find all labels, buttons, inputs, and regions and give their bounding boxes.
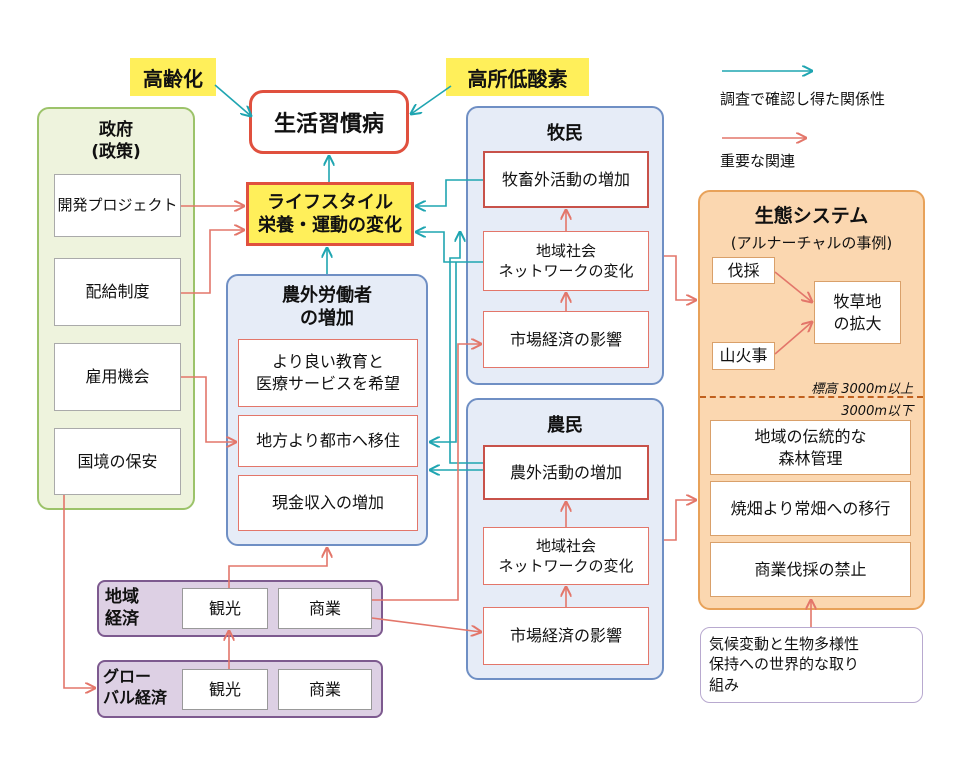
herders-item-market: 市場経済の影響 — [483, 311, 649, 368]
workers-item-line: より良い教育と — [272, 352, 384, 372]
farmers-item-market: 市場経済の影響 — [483, 607, 649, 665]
eco-logging: 伐採 — [712, 257, 775, 284]
farmers-item-line: 市場経済の影響 — [509, 626, 622, 646]
eco-item-line: 森林管理 — [778, 448, 843, 468]
gov-item-text: 配給制度 — [85, 282, 150, 302]
aging-to-disease-arrow — [214, 84, 251, 116]
eco-pasture-line: 牧草地 — [833, 291, 882, 311]
altitude-above-label: 標高 3000m以上 — [811, 382, 913, 397]
regional-tourism: 観光 — [182, 588, 268, 629]
eco-item-shifting-to-permanent: 焼畑より常畑への移行 — [710, 481, 911, 536]
aging-text: 高齢化 — [143, 66, 203, 91]
eco-logging-text: 伐採 — [727, 260, 760, 280]
herders-to-ecosystem-arrow — [664, 255, 696, 300]
altitude-divider — [700, 396, 923, 398]
government-title-line2: (政策) — [91, 142, 141, 163]
workers-item-line: 地方より都市へ移住 — [256, 431, 400, 451]
farmers-title: 農民 — [547, 415, 583, 436]
regional-to-farmers-market-arrow — [371, 617, 481, 632]
eco-item-traditional-forest: 地域の伝統的な 森林管理 — [710, 420, 911, 475]
herders-item-line: 牧畜外活動の増加 — [501, 169, 630, 189]
global-action-line: 組み — [709, 675, 740, 694]
regional-commerce-text: 商業 — [308, 598, 341, 618]
eco-item-line: 商業伐採の禁止 — [754, 559, 867, 579]
government-title: 政府 (政策) — [39, 119, 193, 163]
workers-title-line1: 農外労働者 — [282, 285, 372, 306]
gov-item-border-security: 国境の保安 — [54, 428, 181, 495]
global-tourism: 観光 — [182, 669, 268, 710]
hypoxia-to-disease-arrow — [411, 85, 452, 114]
farmers-item-network: 地域社会 ネットワークの変化 — [483, 527, 649, 585]
aging-label: 高齢化 — [130, 58, 216, 96]
eco-pasture-line: の拡大 — [833, 313, 882, 333]
herders-item-line: ネットワークの変化 — [498, 262, 634, 280]
gov-item-employment: 雇用機会 — [54, 343, 181, 411]
global-tourism-text: 観光 — [208, 679, 241, 699]
eco-item-logging-ban: 商業伐採の禁止 — [710, 542, 911, 597]
workers-item-line: 現金収入の増加 — [271, 493, 384, 513]
workers-item-line: 医療サービスを希望 — [255, 374, 400, 393]
regional-title-line: 経済 — [105, 609, 139, 630]
hypoxia-label: 高所低酸素 — [446, 58, 589, 96]
eco-pasture-expansion: 牧草地 の拡大 — [814, 281, 901, 344]
lifestyle-change-line2: 栄養・運動の変化 — [258, 215, 402, 236]
lifestyle-change-box: ライフスタイル 栄養・運動の変化 — [246, 182, 414, 246]
gov-item-text: 国境の保安 — [77, 451, 158, 471]
legend-observed-label: 調査で確認し得た関係性 — [720, 90, 886, 108]
regional-economy-title: 地域 経済 — [105, 586, 165, 630]
farmers-item-line: 地域社会 — [535, 536, 596, 555]
ecosystem-subtitle: (アルナーチャルの事例) — [730, 234, 893, 252]
global-action-box: 気候変動と生物多様性 保持への世界的な取り 組み — [700, 627, 923, 703]
altitude-below-label: 3000m以下 — [841, 404, 913, 419]
regional-title-line: 地域 — [105, 587, 139, 607]
gov-item-text: 雇用機会 — [85, 367, 150, 387]
workers-item-migration: 地方より都市へ移住 — [238, 415, 418, 467]
lifestyle-change-line1: ライフスタイル — [267, 191, 393, 213]
eco-item-line: 地域の伝統的な — [754, 426, 867, 446]
hypoxia-text: 高所低酸素 — [467, 66, 568, 91]
global-economy-title: グロー バル経済 — [103, 667, 183, 709]
herders-item-line: 市場経済の影響 — [509, 329, 622, 349]
herders-item-nonpastoral: 牧畜外活動の増加 — [483, 151, 649, 208]
gov-item-ration-system: 配給制度 — [54, 258, 181, 326]
eco-wildfire: 山火事 — [712, 342, 775, 370]
global-title-line: グロー — [103, 667, 152, 686]
eco-item-line: 焼畑より常畑への移行 — [730, 498, 891, 518]
workers-title: 農外労働者 の増加 — [228, 284, 426, 331]
regional-commerce: 商業 — [278, 588, 372, 629]
eco-wildfire-text: 山火事 — [719, 346, 768, 366]
lifestyle-disease-box: 生活習慣病 — [249, 90, 409, 154]
herders-item-network: 地域社会 ネットワークの変化 — [483, 231, 649, 291]
government-title-line1: 政府 — [99, 120, 133, 140]
workers-item-education-health: より良い教育と 医療サービスを希望 — [238, 339, 418, 407]
farmers-to-ecosystem-arrow — [664, 500, 696, 541]
ecosystem-title: 生態システム — [754, 205, 869, 227]
regional-tourism-text: 観光 — [208, 598, 241, 618]
farmers-item-line: 農外活動の増加 — [509, 462, 622, 482]
herders-to-workers-arrow — [430, 262, 457, 442]
farmers-item-line: ネットワークの変化 — [498, 557, 634, 575]
global-commerce-text: 商業 — [308, 679, 341, 699]
herders-item-line: 地域社会 — [535, 241, 596, 260]
legend-important-label: 重要な関連 — [720, 152, 796, 170]
workers-item-cash-income: 現金収入の増加 — [238, 475, 418, 531]
legend: 調査で確認し得た関係性 重要な関連 — [720, 58, 940, 170]
lifestyle-disease-text: 生活習慣病 — [273, 112, 384, 137]
global-title-line: バル経済 — [103, 687, 168, 707]
gov-item-text: 開発プロジェクト — [57, 196, 178, 215]
global-action-line: 気候変動と生物多様性 — [709, 635, 860, 653]
herders-title: 牧民 — [547, 123, 583, 144]
gov-item-development-project: 開発プロジェクト — [54, 174, 181, 237]
border-to-global-economy-arrow — [63, 495, 95, 688]
workers-title-line2: の増加 — [300, 308, 354, 330]
farmers-item-nonfarm: 農外活動の増加 — [483, 445, 649, 500]
global-action-line: 保持への世界的な取り — [709, 655, 860, 674]
global-commerce: 商業 — [278, 669, 372, 710]
